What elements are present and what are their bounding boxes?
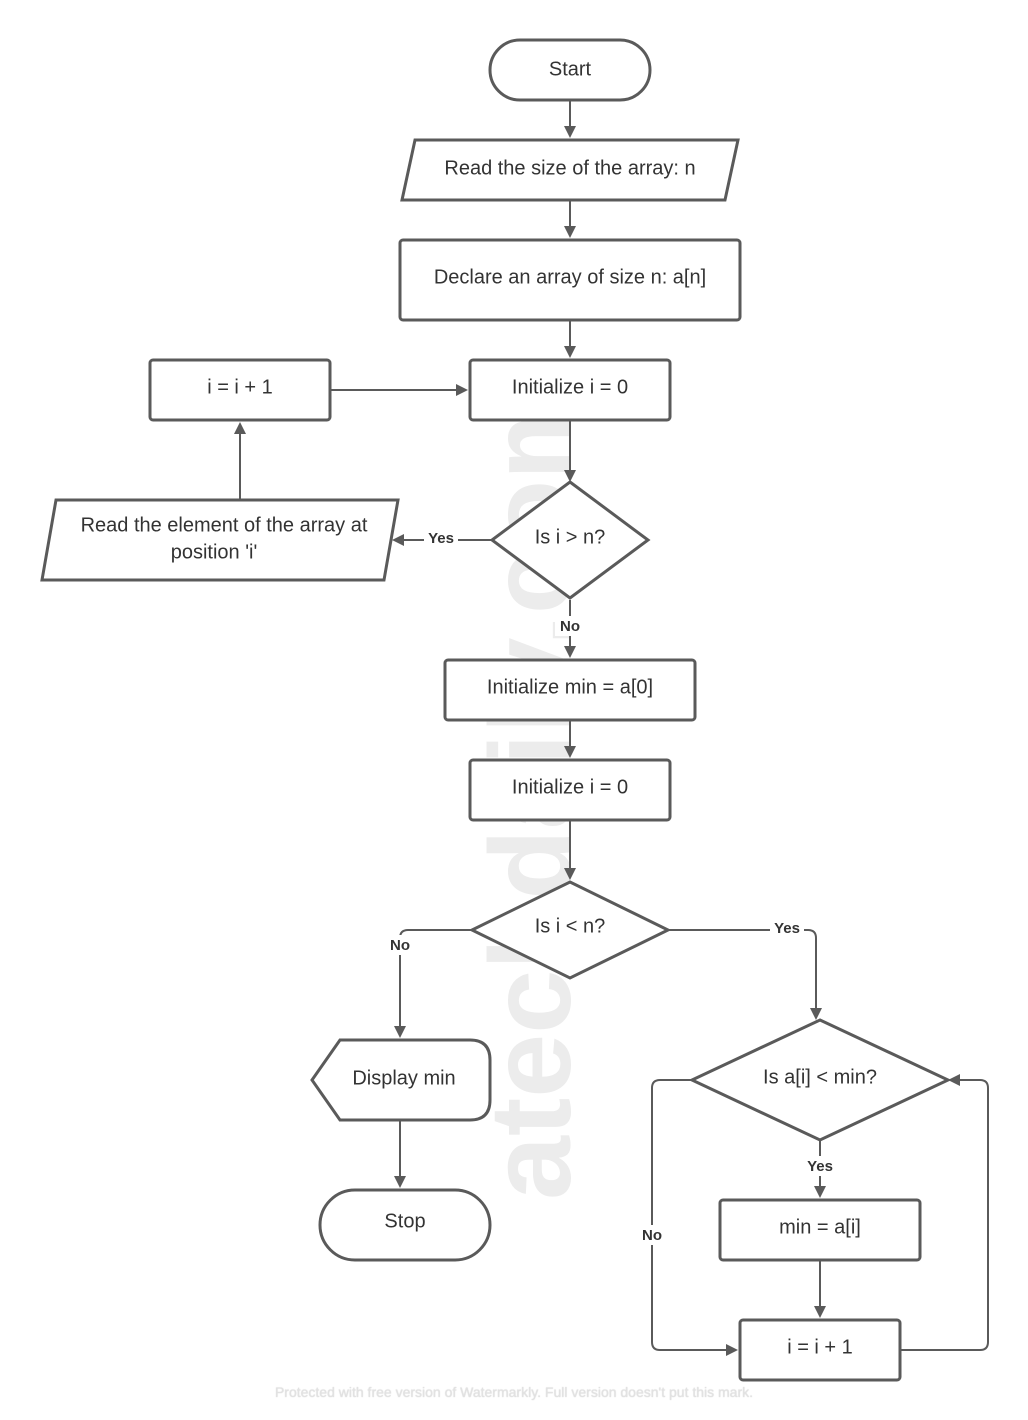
node-read-size-label: Read the size of the array: n — [444, 157, 695, 179]
node-display-min: Display min — [310, 1038, 492, 1122]
watermark-footer: Protected with free version of Watermark… — [274, 1384, 754, 1400]
node-increment-i-top: i = i + 1 — [148, 358, 332, 422]
edge-check-ai-no-to-increment — [651, 1079, 738, 1356]
node-read-element-label-line1: Read the element of the array at — [81, 514, 368, 536]
node-read-element: Read the element of the array at positio… — [40, 498, 400, 582]
node-increment-i-bottom: i = i + 1 — [738, 1318, 902, 1382]
node-increment-i-top-label: i = i + 1 — [207, 376, 273, 398]
node-check-i-lt-n-label: Is i < n? — [535, 915, 606, 937]
edge-label-ai-no: No — [642, 1227, 662, 1244]
node-check-i-lt-n: Is i < n? — [468, 880, 672, 980]
edge-label-gt-no: No — [560, 618, 580, 635]
node-check-ai-lt-min-label: Is a[i] < min? — [763, 1066, 877, 1088]
node-assign-min: min = a[i] — [718, 1198, 922, 1262]
node-init-i-first-label: Initialize i = 0 — [512, 376, 628, 398]
node-declare-array: Declare an array of size n: a[n] — [398, 238, 742, 322]
node-init-i-second-label: Initialize i = 0 — [512, 776, 628, 798]
node-check-i-gt-n-label: Is i > n? — [535, 526, 606, 548]
node-read-element-label-line2: position 'i' — [171, 541, 258, 563]
node-check-i-gt-n: Is i > n? — [489, 480, 651, 600]
node-stop: Stop — [318, 1188, 492, 1262]
node-start-label: Start — [549, 58, 592, 80]
node-declare-array-label: Declare an array of size n: a[n] — [434, 266, 706, 288]
node-assign-min-label: min = a[i] — [779, 1216, 861, 1238]
node-read-size: Read the size of the array: n — [400, 138, 740, 202]
edge-label-lt-no: No — [390, 937, 410, 954]
edge-labels: Yes No No Yes Yes No — [386, 528, 837, 1245]
node-check-ai-lt-min: Is a[i] < min? — [688, 1018, 952, 1142]
node-init-i-first: Initialize i = 0 — [468, 358, 672, 422]
edge-increment-loop-to-check-ai — [900, 1074, 989, 1351]
node-init-i-second: Initialize i = 0 — [468, 758, 672, 822]
edge-label-gt-yes: Yes — [428, 530, 454, 547]
edge-label-ai-yes: Yes — [807, 1158, 833, 1175]
edge-check-lt-yes-to-check-ai — [668, 929, 822, 1020]
node-display-min-label: Display min — [352, 1067, 455, 1089]
node-increment-i-bottom-label: i = i + 1 — [787, 1336, 853, 1358]
edge-label-lt-yes: Yes — [774, 920, 800, 937]
node-stop-label: Stop — [384, 1210, 425, 1232]
node-init-min-label: Initialize min = a[0] — [487, 676, 653, 698]
node-init-min: Initialize min = a[0] — [443, 658, 697, 722]
node-start: Start — [488, 38, 652, 102]
